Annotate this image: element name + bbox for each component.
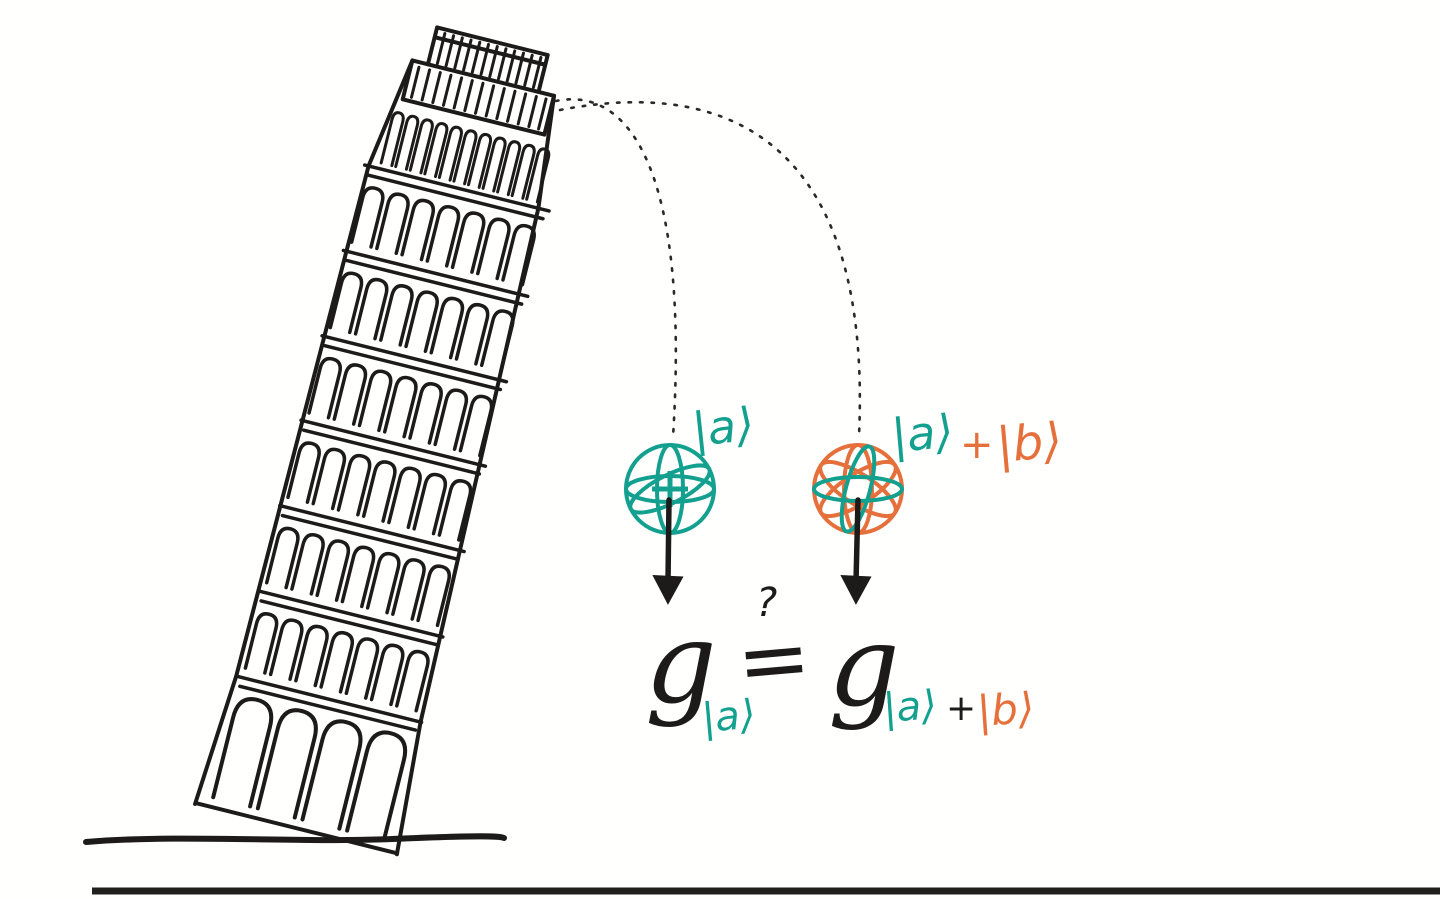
cap-band-hatching <box>409 65 548 131</box>
tower-top-cap <box>400 25 557 137</box>
equation-g-superposition-subscript-plus: + <box>946 688 976 729</box>
arrow-head <box>840 575 872 605</box>
label-superposition-b: |b⟩ <box>994 412 1064 473</box>
equation-g-single: g <box>645 599 717 729</box>
label-superposition-plus: + <box>960 422 994 468</box>
base-arch <box>300 715 367 831</box>
leaning-tower <box>193 25 557 857</box>
trajectory-single <box>554 98 678 439</box>
cap-band-outline <box>400 58 557 137</box>
equation-equals: = <box>732 605 814 714</box>
sphere-tilted-ring <box>628 463 712 515</box>
arrow-shaft <box>665 497 672 585</box>
label-single-state: |a⟩ <box>690 397 757 458</box>
equation-g-superposition-subscript-b: |b⟩ <box>975 683 1035 736</box>
cap-outline <box>425 25 550 94</box>
label-superposition-a: |a⟩ <box>889 404 955 464</box>
trajectory-superposition <box>558 100 862 438</box>
tower-belfry <box>381 112 550 202</box>
cap-hatching <box>435 32 543 90</box>
equation: g |a⟩ ? = g |a⟩ + |b⟩ <box>645 580 1036 742</box>
ground-line <box>83 833 507 845</box>
equation-g-single-subscript: |a⟩ <box>700 691 757 741</box>
equation-g-superposition: g <box>828 602 900 732</box>
drop-trajectories <box>554 98 862 439</box>
base-arch <box>255 704 323 820</box>
arrow-head <box>652 575 684 605</box>
tower-base-bottom <box>195 801 400 856</box>
sphere-meridian-teal <box>839 444 877 534</box>
tower-base <box>195 693 412 856</box>
gravity-arrow-superposition <box>840 497 872 605</box>
gravity-arrow-single <box>652 497 684 605</box>
equation-question-mark: ? <box>756 580 777 626</box>
arrow-shaft <box>853 497 861 585</box>
belfry-arch-row <box>381 112 550 202</box>
drop-labels: |a⟩ |a⟩ + |b⟩ <box>690 397 1065 474</box>
equation-g-superposition-subscript-a: |a⟩ <box>881 682 938 732</box>
tower-left-edge <box>193 58 415 806</box>
base-arch <box>345 726 412 842</box>
